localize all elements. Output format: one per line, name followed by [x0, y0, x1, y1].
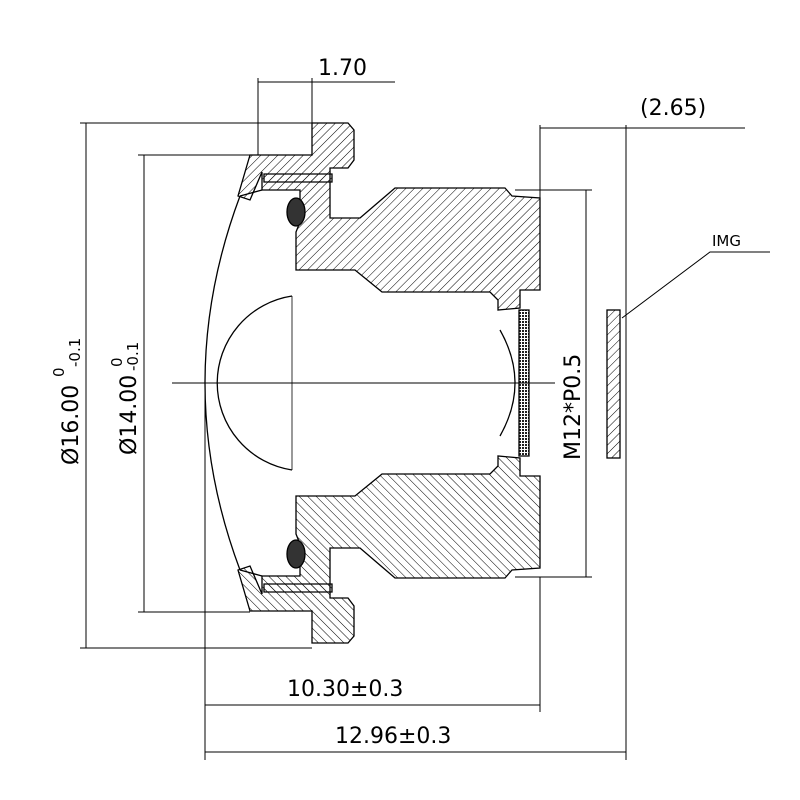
- image-plane-label: IMG: [712, 232, 741, 250]
- svg-text:0: 0: [50, 367, 68, 377]
- svg-text:Ø14.00: Ø14.00: [117, 375, 142, 455]
- image-plane: [606, 309, 621, 459]
- barrel-top: [237, 122, 541, 311]
- barrel-bottom: [237, 455, 541, 644]
- dim-length-total: 12.96±0.3: [335, 724, 451, 749]
- dim-flange-width: 1.70: [318, 56, 367, 81]
- svg-text:0: 0: [108, 357, 126, 367]
- dim-outer-diameter: Ø16.00 0 -0.1: [50, 338, 84, 465]
- svg-text:M12*P0.5: M12*P0.5: [561, 354, 586, 460]
- svg-text:Ø16.00: Ø16.00: [59, 385, 84, 465]
- dim-thread: M12*P0.5: [561, 354, 586, 460]
- dim-image-offset: (2.65): [640, 96, 706, 121]
- svg-text:-0.1: -0.1: [66, 338, 84, 367]
- svg-text:-0.1: -0.1: [124, 342, 142, 371]
- dim-inner-diameter: Ø14.00 0 -0.1: [108, 342, 142, 455]
- dim-length-barrel: 10.30±0.3: [287, 677, 403, 702]
